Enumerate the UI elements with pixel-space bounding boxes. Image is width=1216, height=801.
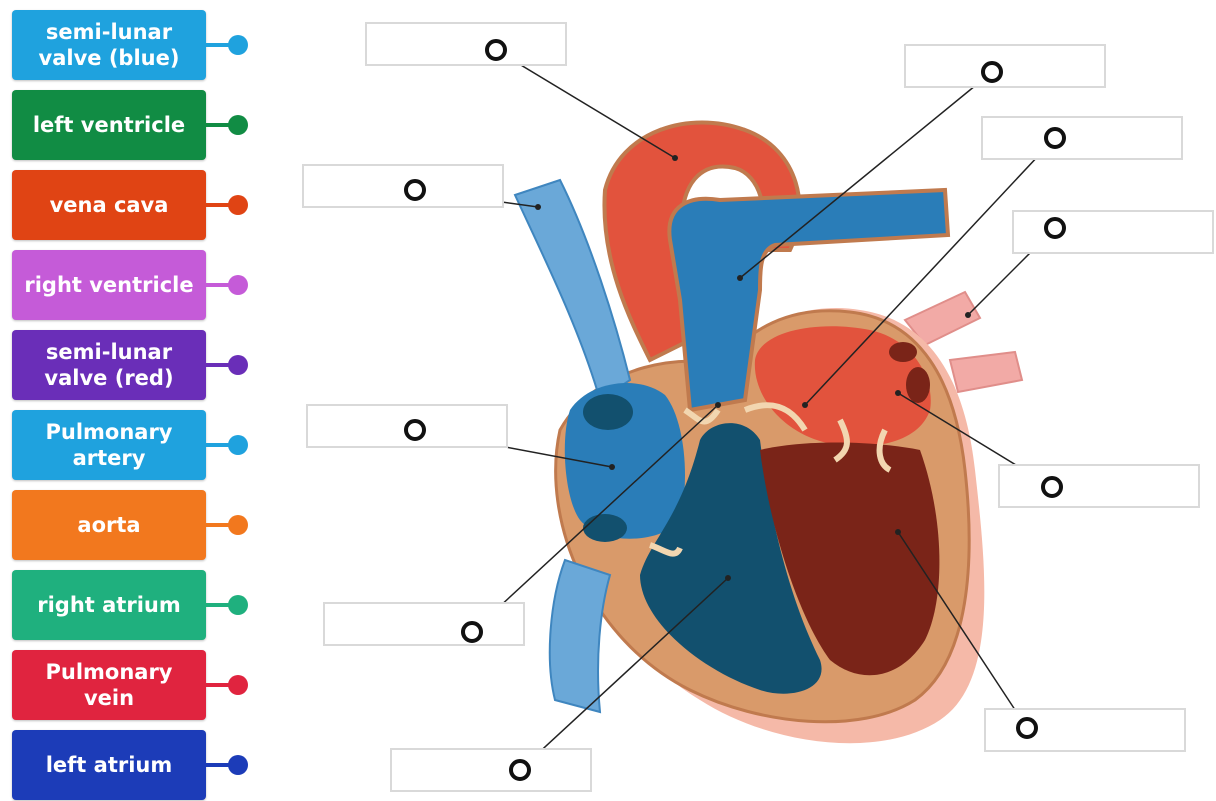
inferior-vena-cava — [550, 560, 610, 712]
leader-line-1 — [496, 50, 675, 158]
label-text: vena cava — [50, 192, 169, 218]
label-text: right atrium — [37, 592, 180, 618]
anchor-dot-7 — [895, 390, 901, 396]
label-tile-left-atrium[interactable]: left atrium — [12, 730, 206, 800]
drag-handle-dot[interactable] — [228, 675, 248, 695]
drop-anchor-ring — [485, 39, 507, 61]
drag-handle-dot[interactable] — [228, 195, 248, 215]
label-text: Pulmonary vein — [18, 659, 200, 712]
drop-target-9[interactable] — [390, 748, 592, 792]
drag-handle-dot[interactable] — [228, 275, 248, 295]
anchor-dot-2 — [737, 275, 743, 281]
anchor-dot-10 — [895, 529, 901, 535]
label-text: Pulmonary artery — [18, 419, 200, 472]
pulmonary-vein-opening-bottom — [906, 367, 930, 403]
drop-anchor-ring — [981, 61, 1003, 83]
right-atrium-opening-top — [583, 394, 633, 430]
label-tile-right-atrium[interactable]: right atrium — [12, 570, 206, 640]
drag-handle-dot[interactable] — [228, 515, 248, 535]
label-tile-semi-lunar-valve-red[interactable]: semi-lunar valve (red) — [12, 330, 206, 400]
drop-target-10[interactable] — [984, 708, 1186, 752]
drag-handle-dot[interactable] — [228, 595, 248, 615]
label-tile-vena-cava[interactable]: vena cava — [12, 170, 206, 240]
drop-target-1[interactable] — [365, 22, 567, 66]
label-tile-aorta[interactable]: aorta — [12, 490, 206, 560]
anchor-dot-3 — [802, 402, 808, 408]
drop-target-4[interactable] — [302, 164, 504, 208]
label-text: left ventricle — [33, 112, 185, 138]
drop-anchor-ring — [1016, 717, 1038, 739]
drag-handle-dot[interactable] — [228, 755, 248, 775]
label-tile-pulmonary-artery[interactable]: Pulmonary artery — [12, 410, 206, 480]
pulmonary-vein-opening-top — [889, 342, 917, 362]
label-tile-pulmonary-vein[interactable]: Pulmonary vein — [12, 650, 206, 720]
anchor-dot-1 — [672, 155, 678, 161]
label-text: semi-lunar valve (red) — [18, 339, 200, 392]
anchor-dot-6 — [609, 464, 615, 470]
label-text: semi-lunar valve (blue) — [18, 19, 200, 72]
drop-anchor-ring — [509, 759, 531, 781]
label-tile-right-ventricle[interactable]: right ventricle — [12, 250, 206, 320]
drag-handle-dot[interactable] — [228, 115, 248, 135]
drag-handle-dot[interactable] — [228, 35, 248, 55]
anchor-dot-8 — [715, 402, 721, 408]
label-text: right ventricle — [24, 272, 193, 298]
drop-anchor-ring — [404, 419, 426, 441]
anchor-dot-4 — [535, 204, 541, 210]
right-atrium-opening-bottom — [583, 514, 627, 542]
drop-anchor-ring — [461, 621, 483, 643]
label-text: aorta — [77, 512, 140, 538]
drop-target-7[interactable] — [998, 464, 1200, 508]
drag-handle-dot[interactable] — [228, 435, 248, 455]
label-text: left atrium — [46, 752, 173, 778]
anchor-dot-5 — [965, 312, 971, 318]
drop-anchor-ring — [1044, 217, 1066, 239]
pulmonary-vein-lower-vessel — [950, 352, 1022, 392]
drop-target-3[interactable] — [981, 116, 1183, 160]
label-tile-left-ventricle[interactable]: left ventricle — [12, 90, 206, 160]
drop-target-2[interactable] — [904, 44, 1106, 88]
drop-target-8[interactable] — [323, 602, 525, 646]
drop-anchor-ring — [404, 179, 426, 201]
drop-anchor-ring — [1044, 127, 1066, 149]
anchor-dot-9 — [725, 575, 731, 581]
drag-handle-dot[interactable] — [228, 355, 248, 375]
drop-anchor-ring — [1041, 476, 1063, 498]
drop-target-5[interactable] — [1012, 210, 1214, 254]
label-tile-semi-lunar-valve-blue[interactable]: semi-lunar valve (blue) — [12, 10, 206, 80]
